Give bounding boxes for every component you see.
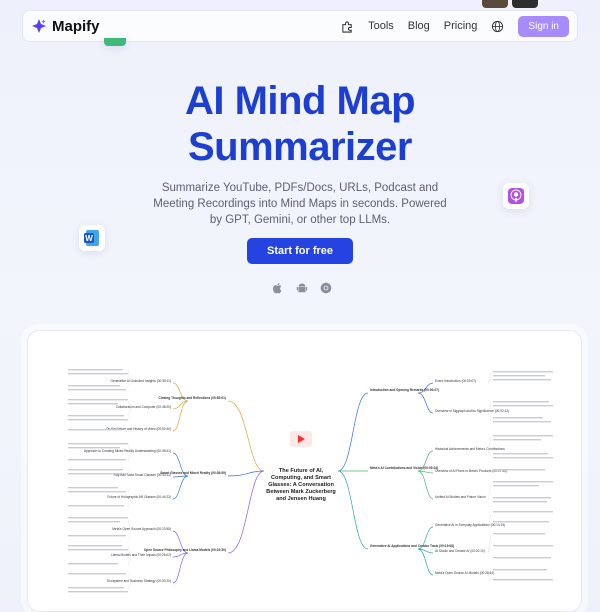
subtopic-label[interactable]: Meta's Open Source Approach (00:23:55) — [112, 527, 171, 531]
apple-icon[interactable] — [272, 281, 284, 294]
branch-label: Generative AI Applications and Creator T… — [370, 544, 454, 548]
subtopic-label[interactable]: Historical Achievements and Meta's Contr… — [435, 447, 505, 451]
subtopic-label[interactable]: Collaboration and Computer (00:48:20) — [116, 405, 171, 409]
central-title-line: Glasses: A Conversation — [268, 482, 334, 488]
brand-name: Mapify — [52, 17, 100, 35]
brand-logo[interactable]: Mapify — [31, 18, 100, 35]
leaf-detail-lines — [68, 369, 553, 593]
nav-link-blog[interactable]: Blog — [407, 20, 430, 32]
subtopic-label[interactable]: Llama Models and Their Impact (00:26:02) — [111, 553, 171, 557]
hero-subtitle: Summarize YouTube, PDFs/Docs, URLs, Podc… — [153, 182, 447, 226]
mindmap-branch[interactable]: Closing Thoughts and Reflections (00:55:… — [159, 396, 226, 400]
platform-icons — [272, 281, 332, 294]
subtopic-label[interactable]: AI Studio and Creator AI (00:20:10) — [435, 549, 485, 553]
spreadsheet-icon — [104, 38, 126, 46]
hero-title: AI Mind Map Summarizer — [0, 78, 600, 170]
mindmap-central-node[interactable]: The Future of AI, Computing, and Smart G… — [266, 431, 336, 502]
branch-label: Closing Thoughts and Reflections (00:55:… — [159, 396, 226, 400]
subtopic-label[interactable]: Generative AI Unlocked Insights (00:35:1… — [110, 379, 171, 383]
mindmap-branch[interactable]: Open Source Philosophy and Llama Models … — [144, 548, 226, 552]
android-icon[interactable] — [296, 281, 308, 293]
branch-label: Smart Glasses and Mixed Reality (00:38:5… — [160, 471, 226, 475]
mindmap-canvas: The Future of AI, Computing, and Smart G… — [68, 369, 553, 593]
mindmap-branch[interactable]: Meta's AI Contributions and Vision (00:0… — [370, 466, 438, 470]
chrome-icon[interactable] — [320, 281, 332, 294]
subtopic-label[interactable]: Unified AI Models and Future Vision — [435, 495, 486, 499]
mindmap-branch[interactable]: Generative AI Applications and Creator T… — [370, 544, 454, 548]
subtopic-label[interactable]: Overview of Siggraph and its Significanc… — [435, 409, 509, 413]
central-title-line: and Jensen Huang — [276, 496, 326, 502]
central-title-line: Computing, and Smart — [271, 475, 331, 481]
extension-puzzle-icon[interactable] — [341, 20, 354, 33]
podcast-icon — [503, 183, 529, 209]
central-title-line: Between Mark Zuckerberg — [266, 489, 336, 495]
svg-text:W: W — [85, 234, 93, 243]
subtopic-label[interactable]: Ecosystem and Business Strategy (00:30:2… — [107, 579, 171, 583]
subtopic-label[interactable]: On the Nature and History of Video (00:5… — [106, 427, 171, 431]
word-document-icon: W — [79, 225, 105, 251]
branch-label: Meta's AI Contributions and Vision (00:0… — [370, 466, 438, 470]
subtopic-label[interactable]: Generative AI in Everyday Applications (… — [435, 523, 505, 527]
top-navbar: Mapify Tools Blog Pricing Sign in — [22, 10, 578, 42]
avatar — [482, 0, 508, 8]
subtopic-label[interactable]: Event Introduction (00:00:07) — [435, 379, 476, 383]
mindmap-branch[interactable]: Introduction and Opening Remarks (00:00:… — [370, 388, 439, 392]
subtopic-label[interactable]: Future of Holographic AR Glasses (00:44:… — [107, 495, 171, 499]
branch-label: Introduction and Opening Remarks (00:00:… — [370, 388, 439, 392]
sign-in-button[interactable]: Sign in — [518, 15, 569, 37]
globe-language-icon[interactable] — [491, 20, 504, 33]
subtopic-label[interactable]: Approach to Creating Mixed Reality Under… — [84, 449, 171, 453]
avatar — [512, 0, 538, 8]
subtopic-label[interactable]: Meta's Open Source AI Models (00:28:44) — [435, 571, 494, 575]
start-for-free-button[interactable]: Start for free — [247, 238, 353, 264]
hero-title-line: AI Mind Map — [184, 79, 416, 123]
central-title-line: The Future of AI, — [279, 468, 324, 474]
mindmap-branch[interactable]: Smart Glasses and Mixed Reality (00:38:5… — [160, 471, 226, 475]
hero-title-line: Summarizer — [188, 125, 412, 169]
nav-link-pricing[interactable]: Pricing — [443, 20, 478, 32]
nav-link-tools[interactable]: Tools — [368, 20, 394, 32]
subtopic-label[interactable]: Overview of AI Plans in Meta's Products … — [435, 469, 507, 473]
mindmap-preview-panel: The Future of AI, Computing, and Smart G… — [27, 330, 582, 612]
mapify-logo-icon — [32, 19, 46, 33]
branch-label: Open Source Philosophy and Llama Models … — [144, 548, 226, 552]
subtopic-label[interactable]: Ray-Ban Meta Smart Glasses (00:43:11) — [114, 473, 171, 477]
